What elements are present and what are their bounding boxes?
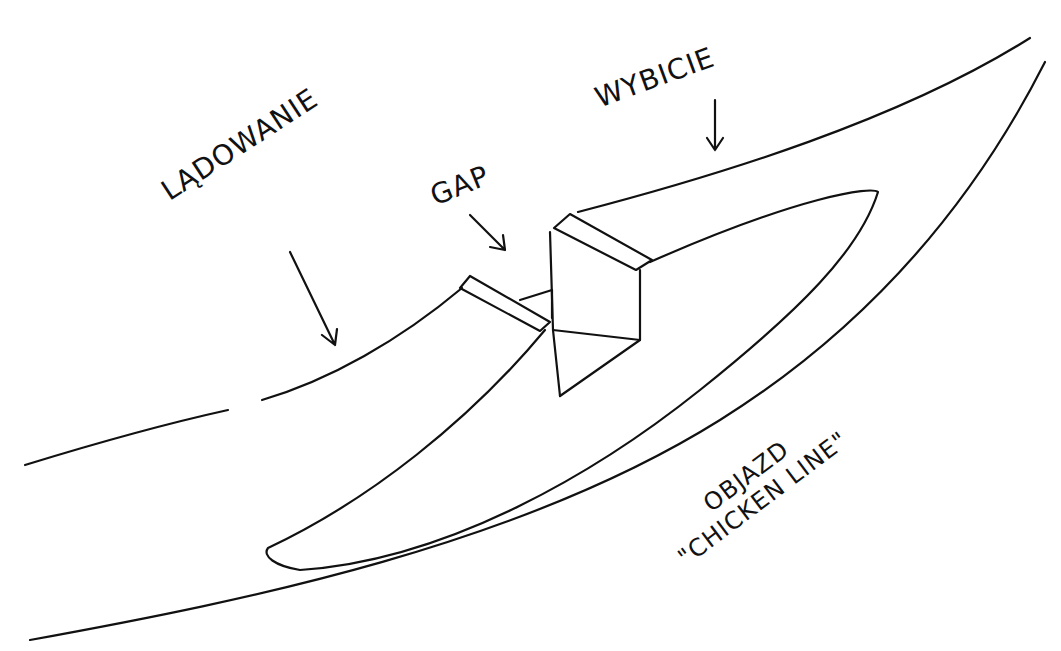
part-label: GAP [408, 152, 513, 219]
island-edge [267, 191, 878, 570]
takeoff-face [550, 232, 560, 396]
leader-arrow [470, 215, 505, 250]
trail-edge [25, 410, 228, 465]
route-label: OBJAZD "CHICKEN LINE" [649, 398, 862, 577]
takeoff-face [553, 330, 640, 340]
part-label: LĄDOWANIE [122, 61, 358, 230]
gap-floor [520, 290, 552, 318]
takeoff-lip [554, 214, 652, 270]
leader-arrow [707, 100, 723, 150]
part-label: WYBICIE [556, 29, 755, 128]
chicken-line-edge [30, 62, 1045, 640]
landing-lip [460, 276, 550, 331]
leader-arrow [290, 252, 337, 345]
trail-edge [262, 288, 462, 400]
